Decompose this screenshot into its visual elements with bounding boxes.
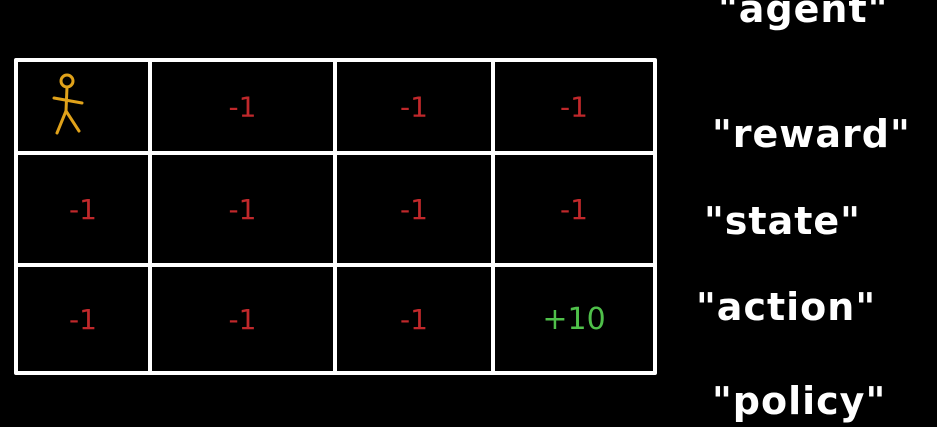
penalty-reward-label: -1 [400,91,428,124]
penalty-reward-label: -1 [229,91,257,124]
term-reward: "reward" [712,112,911,156]
gridworld-board: -1 -1 -1 -1 -1 -1 -1 -1 -1 -1 +10 [14,58,657,375]
stick-figure-agent-icon [52,73,84,135]
term-agent: "agent" [718,0,889,31]
penalty-reward-label: -1 [400,303,428,336]
penalty-reward-label: -1 [69,193,97,226]
term-state: "state" [704,199,861,243]
term-action: "action" [696,285,877,329]
penalty-reward-label: -1 [69,303,97,336]
term-policy: "policy" [712,379,887,423]
penalty-reward-label: -1 [560,193,588,226]
penalty-reward-label: -1 [400,193,428,226]
penalty-reward-label: -1 [229,193,257,226]
penalty-reward-label: -1 [560,91,588,124]
goal-reward-label: +10 [542,302,605,337]
terms-list: "agent" "reward" "state" "action" "polic… [690,0,937,427]
penalty-reward-label: -1 [229,303,257,336]
